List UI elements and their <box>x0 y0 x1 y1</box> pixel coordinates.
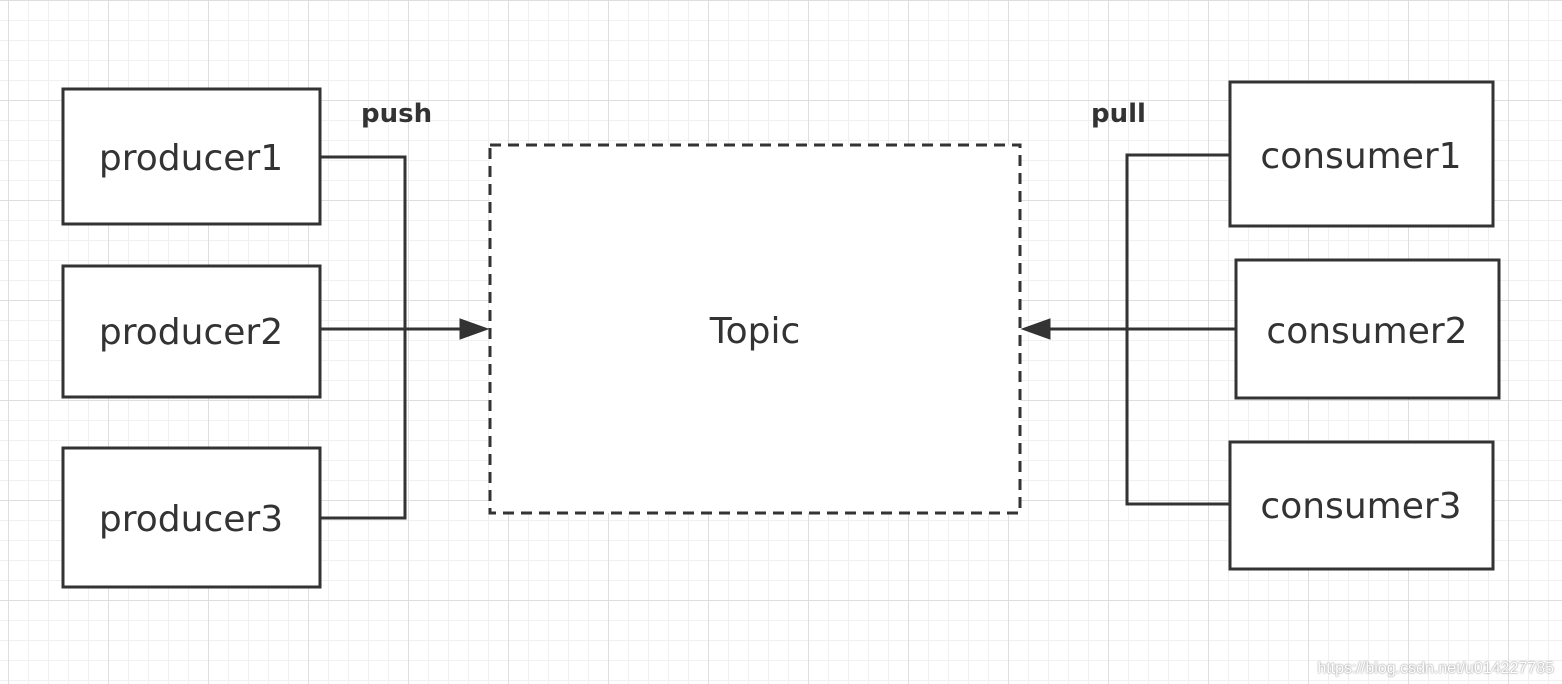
push-arrowhead <box>459 318 490 340</box>
consumer-label-1: consumer1 <box>1260 136 1461 177</box>
consumer-label-3: consumer3 <box>1260 486 1461 527</box>
producer-label-2: producer2 <box>99 312 283 353</box>
producer1-connector <box>320 155 407 520</box>
topic-node: Topic <box>488 143 1022 515</box>
consumer-box-3 <box>1228 440 1495 571</box>
producer-node-2: producer2 <box>61 264 322 399</box>
producer-label-3: producer3 <box>99 499 283 540</box>
consumer-node-2: consumer2 <box>1234 258 1501 400</box>
producer-node-1: producer1 <box>61 87 322 226</box>
push-connectors <box>320 155 490 520</box>
producer-box-3 <box>61 446 322 589</box>
consumer-box-2 <box>1234 258 1501 400</box>
producer-node-3: producer3 <box>61 446 322 589</box>
producer-box-2 <box>61 264 322 399</box>
pull-label: pull <box>1091 99 1146 129</box>
consumer-box-1 <box>1228 80 1495 228</box>
producer-box-1 <box>61 87 322 226</box>
watermark-text: https://blog.csdn.net/u014227785 <box>1317 660 1554 677</box>
producer-label-1: producer1 <box>99 138 283 179</box>
topic-label: Topic <box>709 311 801 352</box>
pull-connectors <box>1020 153 1236 506</box>
consumer-node-3: consumer3 <box>1228 440 1495 571</box>
push-label: push <box>361 99 432 129</box>
consumer-label-2: consumer2 <box>1266 311 1467 352</box>
pull-arrowhead <box>1020 318 1051 340</box>
consumer-node-1: consumer1 <box>1228 80 1495 228</box>
topic-box <box>488 143 1022 515</box>
